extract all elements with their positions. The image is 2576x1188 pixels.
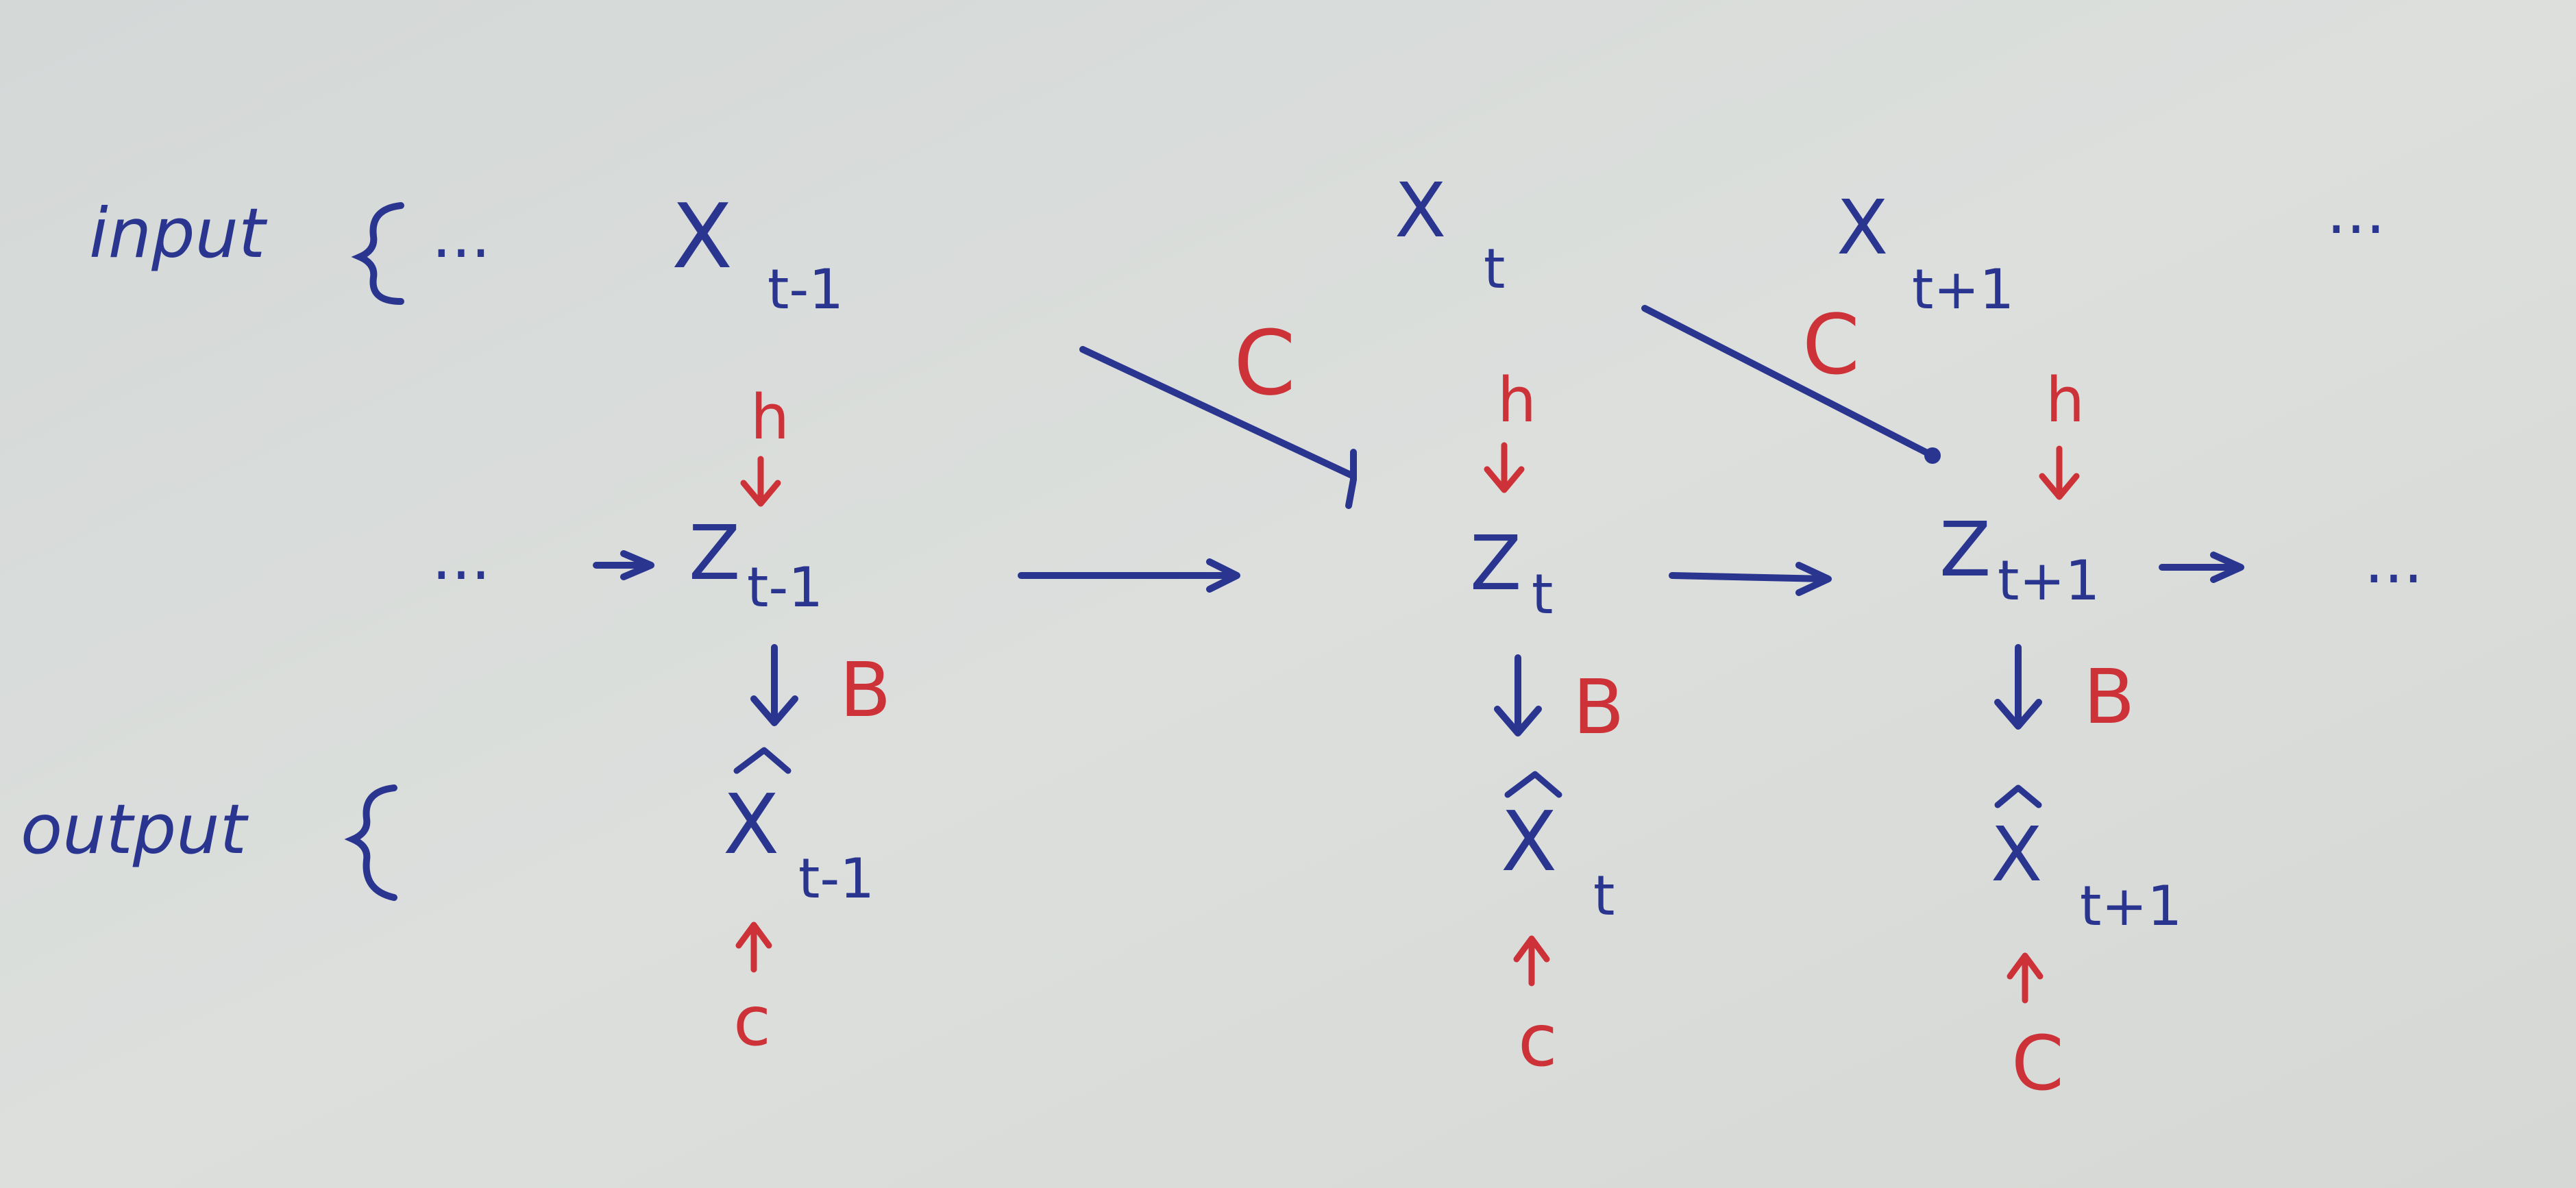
input-x-subscript: t-1 (768, 258, 844, 321)
z-state: Z (689, 509, 740, 597)
input-ellipsis-right: ... (2327, 176, 2385, 248)
c-label: c (733, 981, 771, 1061)
b-label: B (839, 646, 891, 734)
input-label: input (89, 193, 268, 273)
hat-mark (733, 747, 792, 774)
step-t: X t h Z t B X t c (1395, 166, 1624, 1082)
transition-arrow-z-t-plus-1-out (2159, 552, 2244, 583)
z-state-subscript: t+1 (1998, 549, 2100, 612)
state-transition-arrows (593, 550, 2244, 596)
transition-arrow-z-t-minus-1-to-z-t (1018, 558, 1240, 593)
c-up-arrow (735, 921, 772, 973)
h-arrow (740, 456, 781, 507)
step-t-minus-1: X t-1 h Z t-1 B X t-1 c (672, 184, 891, 1061)
h-arrow (1484, 442, 1525, 493)
output-xhat: X (723, 778, 779, 873)
input-x: X (672, 184, 733, 288)
output-brace (344, 784, 397, 901)
cross-arrows (1079, 305, 1941, 509)
output-xhat-subscript: t+1 (2080, 874, 2182, 938)
cross-label-1: C (1234, 311, 1296, 415)
output-xhat: X (1991, 810, 2042, 898)
b-label: B (1573, 663, 1624, 751)
h-label: h (1497, 364, 1536, 436)
input-x: X (1837, 184, 1888, 271)
c-label: C (2011, 1019, 2064, 1107)
output-label: output (21, 789, 249, 869)
h-label: h (2046, 364, 2085, 436)
hat-mark (1994, 784, 2042, 808)
transition-arrow-into-z-t-minus-1 (593, 550, 654, 580)
z-state: Z (1470, 519, 1521, 607)
input-x-subscript: t (1484, 237, 1505, 301)
state-ellipsis-right: ... (2364, 525, 2423, 597)
input-x-subscript: t+1 (1912, 258, 2014, 321)
input-x: X (1395, 166, 1446, 254)
c-label: c (1518, 999, 1558, 1082)
cross-arrow-2-head (1924, 447, 1941, 464)
input-brace (351, 202, 404, 305)
h-label: h (750, 382, 789, 454)
cross-arrow-1 (1079, 346, 1357, 509)
b-arrow (1494, 654, 1542, 737)
input-ellipsis: ... (432, 200, 491, 272)
output-xhat-subscript: t-1 (798, 847, 874, 911)
h-arrow (2039, 445, 2080, 500)
b-arrow (750, 644, 798, 726)
cross-arrow-2 (1641, 305, 1936, 459)
transition-arrow-z-t-to-z-t-plus-1 (1669, 562, 1832, 596)
hat-mark (1504, 771, 1562, 798)
step-t-plus-1: X t+1 h Z t+1 B X t+1 C (1837, 184, 2182, 1107)
b-arrow (1994, 644, 2042, 730)
z-state: Z (1939, 506, 1991, 593)
c-up-arrow (1513, 935, 1550, 987)
output-xhat: X (1501, 795, 1557, 890)
output-xhat-subscript: t (1593, 864, 1615, 928)
state-ellipsis-left: ... (432, 522, 491, 594)
z-state-subscript: t-1 (747, 556, 823, 619)
c-up-arrow (2007, 952, 2044, 1004)
cross-label-2: C (1802, 298, 1860, 393)
b-label: B (2083, 653, 2135, 741)
z-state-subscript: t (1532, 562, 1553, 626)
